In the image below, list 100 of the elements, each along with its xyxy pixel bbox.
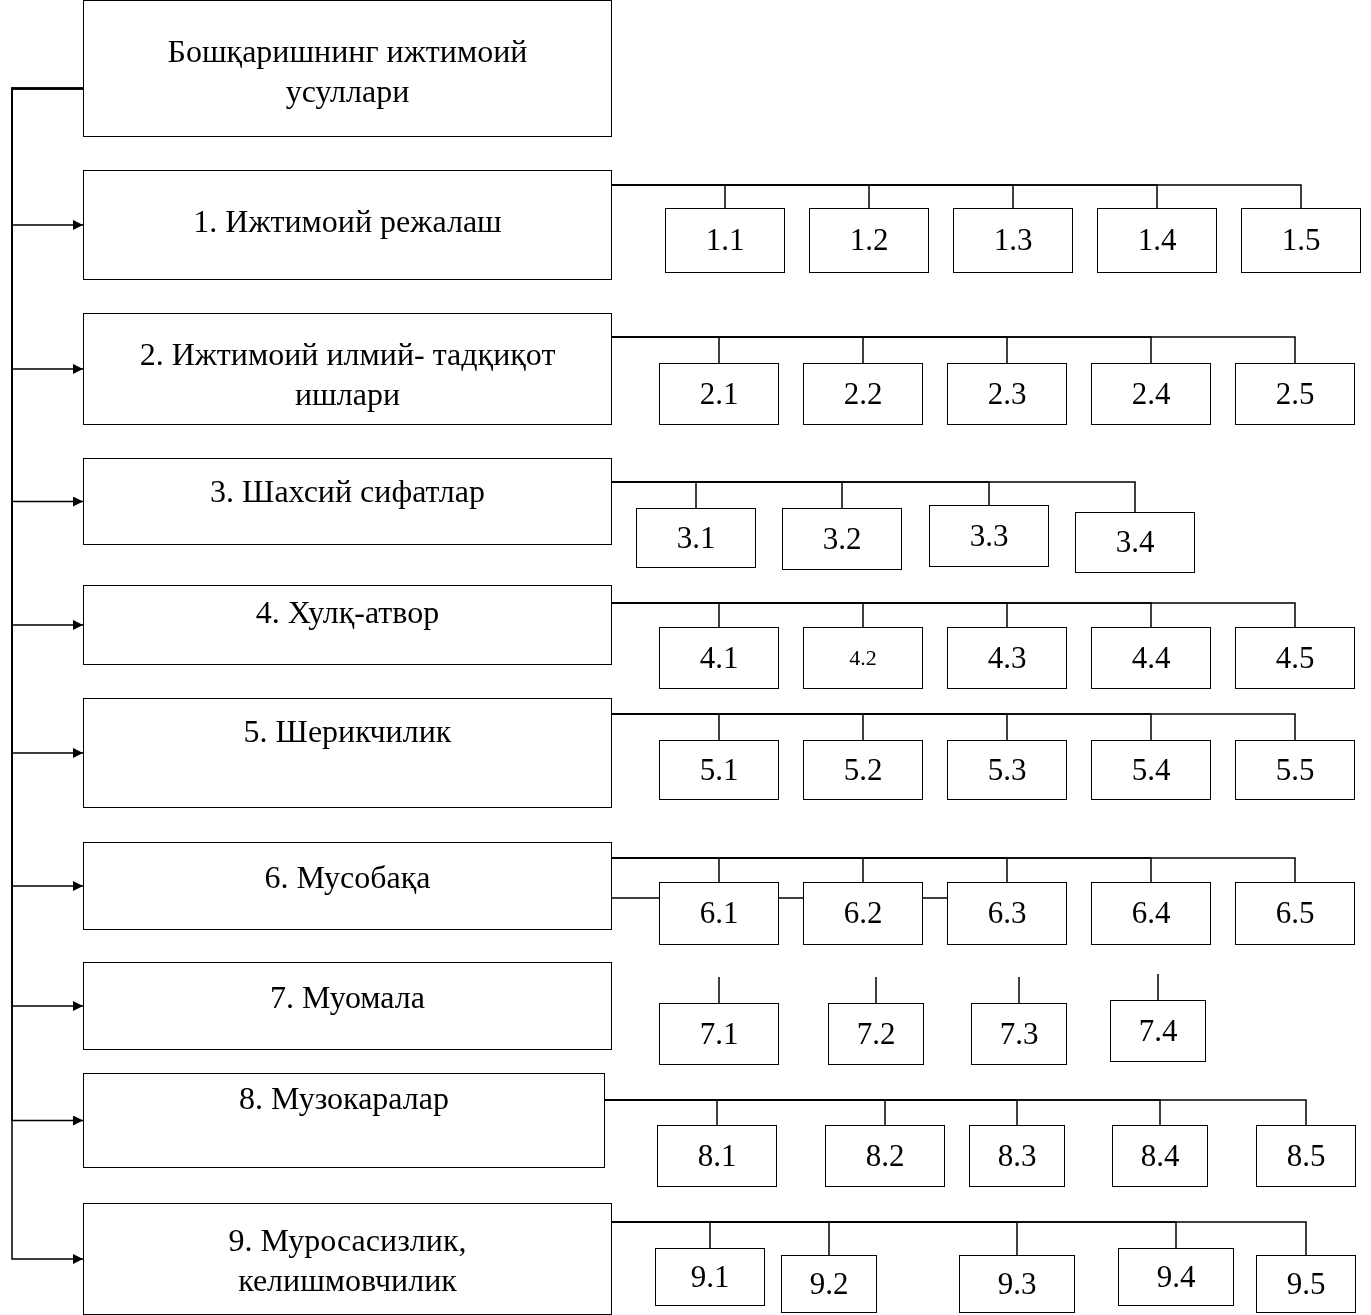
box-label: 4.2 bbox=[849, 644, 877, 672]
subcategory-box bbox=[1097, 208, 1217, 273]
box-label: 4.5 bbox=[1275, 638, 1315, 677]
subcategory-box bbox=[1118, 1248, 1234, 1306]
subcategory-box bbox=[659, 740, 779, 800]
connector-line bbox=[718, 976, 720, 1004]
category-box bbox=[83, 698, 612, 808]
subcategory-box bbox=[1091, 740, 1211, 800]
subcategory-box bbox=[959, 1255, 1075, 1313]
subcategory-box bbox=[947, 882, 1067, 945]
box-label: 4. Хулқ-атвор bbox=[255, 593, 440, 632]
subcategory-box bbox=[1241, 208, 1361, 273]
category-box bbox=[83, 585, 612, 665]
subcategory-box bbox=[781, 1255, 877, 1313]
subcategory-box bbox=[1112, 1125, 1208, 1187]
subcategory-box bbox=[803, 627, 923, 689]
box-label: 8.5 bbox=[1286, 1136, 1326, 1175]
connector-line bbox=[611, 897, 660, 899]
box-label: 2.1 bbox=[699, 374, 739, 413]
box-label: 6.3 bbox=[987, 894, 1027, 933]
box-label: 8. Музокаралар bbox=[239, 1079, 449, 1118]
box-label: 5.4 bbox=[1131, 750, 1171, 789]
box-label: 1.3 bbox=[993, 221, 1033, 260]
box-label: 8.1 bbox=[697, 1136, 737, 1175]
subcategory-box bbox=[1235, 740, 1355, 800]
subcategory-box bbox=[1091, 882, 1211, 945]
connector-line bbox=[1018, 976, 1020, 1004]
box-label: 5.3 bbox=[987, 750, 1027, 789]
category-box bbox=[83, 1203, 612, 1315]
category-box bbox=[83, 458, 612, 545]
box-label: 1. Ижтимоий режалаш bbox=[193, 202, 502, 241]
subcategory-box bbox=[1110, 1000, 1206, 1062]
box-label: 7.4 bbox=[1138, 1011, 1178, 1050]
connector-line bbox=[922, 897, 948, 899]
subcategory-box bbox=[1256, 1125, 1356, 1187]
category-box bbox=[83, 842, 612, 930]
box-label: 7.2 bbox=[856, 1014, 896, 1053]
category-box bbox=[83, 313, 612, 425]
connector-line bbox=[778, 897, 804, 899]
box-label: 3. Шахсий сифатлар bbox=[210, 472, 485, 511]
box-label: 7.1 bbox=[699, 1014, 739, 1053]
subcategory-box bbox=[657, 1125, 777, 1187]
box-label: 5. Шерикчилик bbox=[243, 712, 452, 751]
subcategory-box bbox=[825, 1125, 945, 1187]
box-label: 5.1 bbox=[699, 750, 739, 789]
box-label: 5.2 bbox=[843, 750, 883, 789]
box-label: 1.4 bbox=[1137, 221, 1177, 260]
box-label: 3.4 bbox=[1115, 523, 1155, 562]
subcategory-box bbox=[803, 882, 923, 945]
subcategory-box bbox=[659, 882, 779, 945]
box-label: 7.3 bbox=[999, 1014, 1039, 1053]
box-label: 6.2 bbox=[843, 894, 883, 933]
subcategory-box bbox=[636, 508, 756, 568]
box-label: 1.5 bbox=[1281, 221, 1321, 260]
box-label: 9. Муросасизлик, келишмовчилик bbox=[227, 1221, 468, 1300]
box-label: 9.5 bbox=[1286, 1264, 1326, 1303]
category-box bbox=[83, 1073, 605, 1168]
box-label: 8.4 bbox=[1140, 1136, 1180, 1175]
subcategory-box bbox=[659, 627, 779, 689]
box-label: 3.1 bbox=[676, 518, 716, 557]
connector-line bbox=[1157, 973, 1159, 1001]
box-label: 2.3 bbox=[987, 374, 1027, 413]
box-label: 9.1 bbox=[690, 1257, 730, 1296]
box-label: 6.1 bbox=[699, 894, 739, 933]
box-label: 3.2 bbox=[822, 519, 862, 558]
category-box bbox=[83, 170, 612, 280]
subcategory-box bbox=[803, 363, 923, 425]
box-label: 9.4 bbox=[1156, 1257, 1196, 1296]
subcategory-box bbox=[1235, 627, 1355, 689]
box-label: 4.1 bbox=[699, 638, 739, 677]
box-label: 5.5 bbox=[1275, 750, 1315, 789]
subcategory-box bbox=[1235, 363, 1355, 425]
subcategory-box bbox=[1091, 363, 1211, 425]
subcategory-box bbox=[809, 208, 929, 273]
subcategory-box bbox=[665, 208, 785, 273]
subcategory-box bbox=[947, 740, 1067, 800]
box-label: 2. Ижтимоий илмий- тадқиқот ишлари bbox=[138, 335, 557, 414]
subcategory-box bbox=[1256, 1255, 1356, 1313]
subcategory-box bbox=[1235, 882, 1355, 945]
box-label: 8.3 bbox=[997, 1136, 1037, 1175]
box-label: 2.2 bbox=[843, 374, 883, 413]
box-label: 7. Муомала bbox=[270, 978, 425, 1017]
title-box bbox=[83, 0, 612, 137]
subcategory-box bbox=[659, 363, 779, 425]
subcategory-box bbox=[929, 505, 1049, 567]
box-label: 2.5 bbox=[1275, 374, 1315, 413]
subcategory-box bbox=[803, 740, 923, 800]
box-label: 2.4 bbox=[1131, 374, 1171, 413]
box-label: 6.5 bbox=[1275, 894, 1315, 933]
box-label: 4.3 bbox=[987, 638, 1027, 677]
subcategory-box bbox=[659, 1003, 779, 1065]
box-label: 6. Мусобақа bbox=[264, 858, 431, 897]
box-label: 6.4 bbox=[1131, 894, 1171, 933]
subcategory-box bbox=[1075, 512, 1195, 573]
subcategory-box bbox=[953, 208, 1073, 273]
subcategory-box bbox=[947, 363, 1067, 425]
category-box bbox=[83, 962, 612, 1050]
box-label: 3.3 bbox=[969, 516, 1009, 555]
box-label: 1.1 bbox=[705, 221, 745, 260]
connector-line bbox=[875, 976, 877, 1004]
